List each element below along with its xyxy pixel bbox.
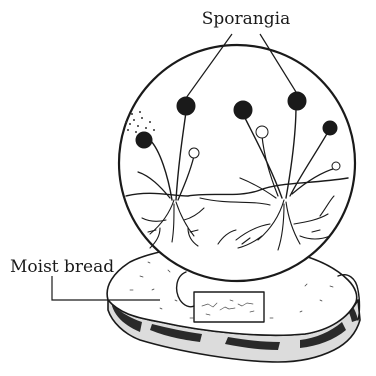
sporangium [256, 126, 268, 138]
sporangium [234, 101, 252, 119]
sporangium [136, 132, 152, 148]
magnified-view [119, 45, 355, 281]
sporangium [288, 92, 306, 110]
magnifier-circle [119, 45, 355, 281]
sporangium [189, 148, 199, 158]
sporangium [332, 162, 340, 170]
sporangia-label: Sporangia [202, 9, 290, 29]
sporangium [177, 97, 195, 115]
mould-patch [194, 292, 264, 322]
sporangium [323, 121, 337, 135]
moist-bread-label: Moist bread [10, 257, 114, 277]
